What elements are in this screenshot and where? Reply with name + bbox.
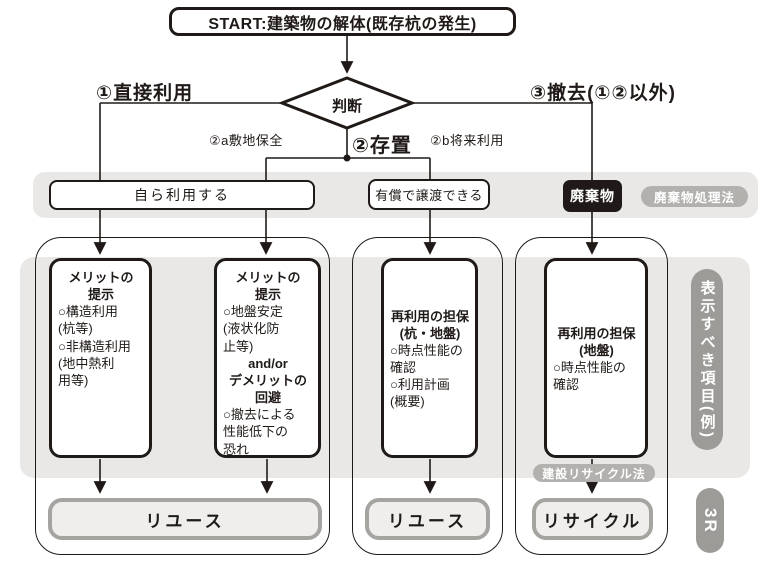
card-merit2-title: メリットの 提示 bbox=[235, 270, 301, 303]
branch-label-removal: ③撤去(①②以外) bbox=[530, 83, 676, 104]
card-secure-pile-ground: 再利用の担保 (杭・地盤) ○時点性能の 確認 ○利用計画 (概要) bbox=[381, 258, 478, 458]
outcome-reuse-middle: リユース bbox=[365, 498, 490, 540]
recycle-law-label: 建設リサイクル法 bbox=[542, 466, 646, 481]
card-secure-ground: 再利用の担保 (地盤) ○時点性能の 確認 bbox=[544, 258, 648, 458]
self-use-node: 自ら利用する bbox=[49, 180, 315, 210]
start-node: START:建築物の解体(既存杭の発生) bbox=[169, 7, 516, 36]
card-secure2-body: ○時点性能の 確認 bbox=[553, 360, 626, 393]
card-merit2-connector: and/or bbox=[248, 355, 288, 371]
card-merit2-title2: デメリットの 回避 bbox=[228, 372, 307, 406]
recycle-law-badge: 建設リサイクル法 bbox=[533, 464, 655, 482]
outcome-reuse-left-label: リユース bbox=[145, 511, 225, 531]
display-items-label: 表示すべき項目(例) bbox=[698, 279, 716, 440]
card-merit1-title: メリットの 提示 bbox=[68, 270, 134, 303]
branch-label-future-use: ②b将来利用 bbox=[430, 133, 504, 148]
container-leave-in-place bbox=[352, 237, 503, 555]
branch-label-direct-use: ①直接利用 bbox=[96, 83, 194, 104]
display-items-pill: 表示すべき項目(例) bbox=[691, 269, 723, 450]
outcome-reuse-middle-label: リユース bbox=[387, 511, 468, 531]
decision-label: 判断 bbox=[331, 98, 362, 115]
outcome-recycle-label: リサイクル bbox=[542, 511, 643, 531]
container-direct-use bbox=[35, 237, 330, 555]
card-merit-structural: メリットの 提示 ○構造利用 (杭等) ○非構造利用 (地中熱利 用等) bbox=[49, 258, 152, 458]
branch-label-site-preservation: ②a敷地保全 bbox=[209, 133, 283, 148]
outcome-recycle: リサイクル bbox=[532, 498, 653, 540]
three-r-label: 3R bbox=[701, 507, 720, 534]
waste-node: 廃棄物 bbox=[563, 180, 622, 212]
junction-dot bbox=[343, 154, 351, 162]
start-label: START:建築物の解体(既存杭の発生) bbox=[208, 15, 477, 33]
card-secure2-title: 再利用の担保 (地盤) bbox=[557, 325, 636, 358]
self-use-label: 自ら利用する bbox=[134, 187, 230, 203]
branch-label-leave-in-place: ②存置 bbox=[352, 135, 412, 157]
transfer-label: 有償で譲渡できる bbox=[375, 188, 483, 203]
card-merit1-body: ○構造利用 (杭等) ○非構造利用 (地中熱利 用等) bbox=[58, 304, 131, 388]
waste-label: 廃棄物 bbox=[570, 188, 615, 204]
three-r-pill: 3R bbox=[696, 488, 724, 553]
waste-law-badge: 廃棄物処理法 bbox=[641, 186, 748, 207]
card-secure1-title: 再利用の担保 (杭・地盤) bbox=[390, 308, 469, 341]
card-secure1-body: ○時点性能の 確認 ○利用計画 (概要) bbox=[390, 342, 463, 410]
card-merit-ground: メリットの 提示 ○地盤安定 (液状化防 止等) and/or デメリットの 回… bbox=[214, 258, 321, 458]
waste-law-label: 廃棄物処理法 bbox=[653, 191, 735, 205]
card-merit2-body2: ○撤去による 性能低下の 恐れ bbox=[223, 407, 296, 457]
transfer-node: 有償で譲渡できる bbox=[368, 179, 490, 210]
card-merit2-body1: ○地盤安定 (液状化防 止等) bbox=[223, 304, 283, 354]
outcome-reuse-left: リユース bbox=[48, 498, 322, 540]
